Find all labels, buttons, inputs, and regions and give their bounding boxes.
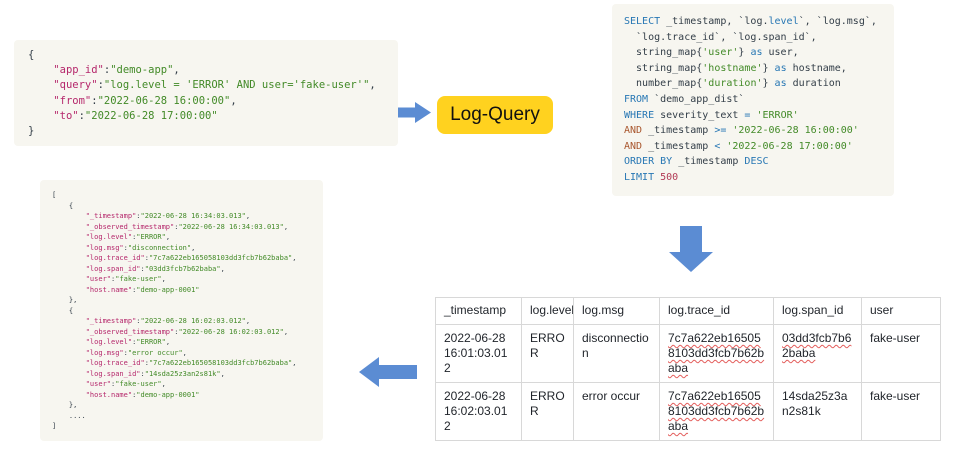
code-line: "user":"fake-user", [52, 379, 311, 390]
request-json-block: { "app_id":"demo-app", "query":"log.leve… [14, 40, 398, 146]
table-cell: ERROR [522, 383, 574, 441]
code-line: { [52, 306, 311, 317]
code-line: `log.trace_id`, `log.span_id`, [624, 30, 882, 46]
table-cell: 03dd3fcb7b62baba [774, 325, 862, 383]
table-cell: ERROR [522, 325, 574, 383]
table-cell: fake-user [862, 325, 941, 383]
log-query-label-text: Log-Query [450, 104, 540, 126]
table-cell: 14sda25z3an2s81k [774, 383, 862, 441]
code-line: "log.level":"ERROR", [52, 337, 311, 348]
code-line: "log.span_id":"14sda25z3an2s81k", [52, 369, 311, 380]
table-cell: 7c7a622eb165058103dd3fcb7b62baba [660, 383, 774, 441]
code-line: "user":"fake-user", [52, 274, 311, 285]
code-line: SELECT _timestamp, `log.level`, `log.msg… [624, 14, 882, 30]
code-line: "_timestamp":"2022-06-28 16:34:03.013", [52, 211, 311, 222]
code-line: string_map{'hostname'} as hostname, [624, 61, 882, 77]
results-table-body: 2022-06-28 16:01:03.012ERRORdisconnectio… [436, 325, 941, 441]
code-line: "host.name":"demo-app-0001" [52, 285, 311, 296]
log-query-label: Log-Query [437, 96, 553, 134]
response-json-block: [ { "_timestamp":"2022-06-28 16:34:03.01… [40, 180, 323, 441]
code-line: number_map{'duration'} as duration [624, 76, 882, 92]
column-header: log.level [522, 298, 574, 325]
results-table: _timestamplog.levellog.msglog.trace_idlo… [435, 297, 941, 441]
code-line: "_timestamp":"2022-06-28 16:02:03.012", [52, 316, 311, 327]
code-line: LIMIT 500 [624, 170, 882, 186]
code-line: "log.trace_id":"7c7a622eb165058103dd3fcb… [52, 358, 311, 369]
code-line: "app_id":"demo-app", [28, 63, 384, 78]
results-table-head-row: _timestamplog.levellog.msglog.trace_idlo… [436, 298, 941, 325]
code-line: FROM `demo_app_dist` [624, 92, 882, 108]
code-line: "from":"2022-06-28 16:00:00", [28, 94, 384, 109]
table-cell: error occur [574, 383, 660, 441]
code-line: "log.msg":"disconnection", [52, 243, 311, 254]
table-row: 2022-06-28 16:02:03.012ERRORerror occur7… [436, 383, 941, 441]
column-header: user [862, 298, 941, 325]
code-line: [ [52, 190, 311, 201]
sql-query-block: SELECT _timestamp, `log.level`, `log.msg… [612, 4, 894, 196]
column-header: log.msg [574, 298, 660, 325]
code-line: AND _timestamp >= '2022-06-28 16:00:00' [624, 123, 882, 139]
table-cell: disconnection [574, 325, 660, 383]
code-line: "log.msg":"error occur", [52, 348, 311, 359]
code-line: }, [52, 295, 311, 306]
column-header: _timestamp [436, 298, 522, 325]
code-line: } [28, 124, 384, 139]
column-header: log.span_id [774, 298, 862, 325]
code-line: "log.span_id":"03dd3fcb7b62baba", [52, 264, 311, 275]
column-header: log.trace_id [660, 298, 774, 325]
table-cell: 7c7a622eb165058103dd3fcb7b62baba [660, 325, 774, 383]
code-line: "host.name":"demo-app-0001" [52, 390, 311, 401]
arrow-down-icon [669, 226, 713, 272]
code-line: "to":"2022-06-28 17:00:00" [28, 109, 384, 124]
arrow-right-icon [398, 102, 431, 123]
code-line: "log.trace_id":"7c7a622eb165058103dd3fcb… [52, 253, 311, 264]
code-line: { [52, 201, 311, 212]
table-cell: 2022-06-28 16:01:03.012 [436, 325, 522, 383]
code-line: "query":"log.level = 'ERROR' AND user='f… [28, 78, 384, 93]
code-line: "_observed_timestamp":"2022-06-28 16:02:… [52, 327, 311, 338]
code-line: string_map{'user'} as user, [624, 45, 882, 61]
code-line: ] [52, 421, 311, 432]
code-line: .... [52, 411, 311, 422]
code-line: }, [52, 400, 311, 411]
code-line: ORDER BY _timestamp DESC [624, 154, 882, 170]
code-line: { [28, 48, 384, 63]
table-cell: fake-user [862, 383, 941, 441]
code-line: WHERE severity_text = 'ERROR' [624, 108, 882, 124]
table-row: 2022-06-28 16:01:03.012ERRORdisconnectio… [436, 325, 941, 383]
code-line: "_observed_timestamp":"2022-06-28 16:34:… [52, 222, 311, 233]
code-line: "log.level":"ERROR", [52, 232, 311, 243]
arrow-left-icon [359, 357, 417, 387]
code-line: AND _timestamp < '2022-06-28 17:00:00' [624, 139, 882, 155]
table-cell: 2022-06-28 16:02:03.012 [436, 383, 522, 441]
